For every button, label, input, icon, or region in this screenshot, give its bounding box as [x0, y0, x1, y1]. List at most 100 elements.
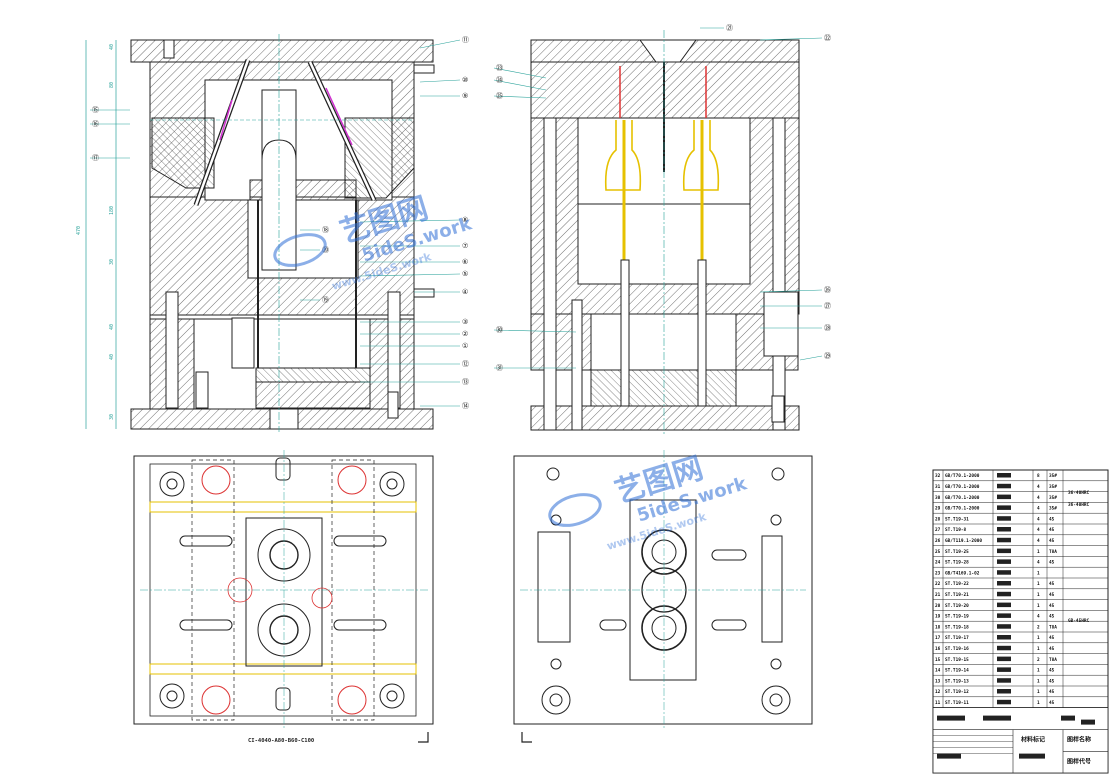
bom-cell-no: 26 [935, 538, 941, 544]
callout-number: ⑧ [462, 216, 468, 224]
bom-cell-no: 13 [935, 678, 941, 684]
bom-name-redacted [997, 548, 1011, 554]
callout-leader [359, 219, 461, 223]
bom-cell-mat: 35# [1049, 473, 1057, 479]
bom-cell-code: ST.T19-19 [945, 614, 969, 620]
bom-cell-no: 15 [935, 657, 941, 663]
r-guide-right [772, 117, 786, 431]
tb-redacted [937, 715, 965, 721]
tb-material-label: 材料标记 [1020, 736, 1045, 744]
r-screw-right [771, 395, 785, 423]
bom-cell-qty: 4 [1037, 527, 1040, 533]
bom-cell-code: ST.T19-11 [945, 700, 969, 706]
left-plan-view: CI-4040-A80-B60-C100 [133, 450, 434, 744]
bom-cell-no: 19 [935, 614, 941, 620]
bom-name-redacted [997, 602, 1011, 608]
bom-cell-no: 21 [935, 592, 941, 598]
bom-cell-code: ST.T19-17 [945, 635, 969, 641]
callout-number: ㉛ [496, 364, 503, 372]
bom-cell-mat: 45 [1049, 581, 1055, 587]
bom-cell-no: 31 [935, 484, 941, 490]
bom-cell-mat: 45 [1049, 646, 1055, 652]
bom-cell-code: ST.T19-12 [945, 689, 969, 695]
bom-cell-mat: 45 [1049, 592, 1055, 598]
bom-name-redacted [997, 699, 1011, 705]
callout-number: ㉘ [824, 324, 831, 332]
bom-cell-mat: 45 [1049, 516, 1055, 522]
tb-redacted [1081, 719, 1095, 725]
callout-leader [493, 79, 547, 91]
bom-name-redacted [997, 494, 1011, 500]
callout-number: ㉚ [496, 326, 503, 334]
screw-top [163, 39, 175, 59]
bom-side-note: GB-45HRC [1068, 618, 1090, 624]
bom-cell-qty: 1 [1037, 549, 1040, 555]
lp-slots [179, 457, 387, 711]
bom-cell-qty: 1 [1037, 581, 1040, 587]
rp-side-right [761, 535, 783, 643]
tb-redacted [1019, 753, 1045, 759]
bom-cell-qty: 1 [1037, 635, 1040, 641]
bom-cell-code: ST.T19-28 [945, 560, 969, 566]
guide-pillar-left [165, 291, 179, 409]
ejector-retainer-plate [255, 367, 371, 383]
r-bottom-plate [530, 405, 800, 431]
dim-label: 30 [109, 414, 115, 420]
bom-cell-no: 12 [935, 689, 941, 695]
bom-name-redacted [997, 505, 1011, 510]
dim-label: 40 [109, 324, 115, 330]
bom-cell-mat: T8A [1049, 657, 1057, 663]
bom-name-redacted [997, 559, 1011, 564]
bom-cell-no: 30 [935, 495, 941, 501]
callout-number: ⑥ [462, 258, 468, 266]
callout-leader [759, 37, 823, 41]
callout-number: ⑱ [322, 226, 329, 234]
bom-cell-no: 18 [935, 624, 941, 630]
dim-label: 40 [109, 44, 115, 50]
bom-cell-qty: 1 [1037, 592, 1040, 598]
lp-caption: CI-4040-A80-B60-C100 [248, 738, 314, 744]
bom-name-redacted [997, 667, 1011, 672]
bom-cell-code: ST.T19-14 [945, 668, 969, 674]
callout-number: ⑲ [322, 296, 329, 304]
callout-number: ⑮ [92, 106, 99, 114]
callout-number: ⑩ [462, 76, 468, 84]
bom-cell-no: 16 [935, 646, 941, 652]
bom-cell-qty: 4 [1037, 538, 1040, 544]
bom-cell-mat: 35# [1049, 484, 1057, 490]
bom-cell-mat: 45 [1049, 635, 1055, 641]
callout-number: ㉓ [496, 64, 503, 72]
bom-name-redacted [997, 645, 1011, 651]
return-spring [231, 317, 255, 369]
water-nozzle-top [413, 64, 435, 74]
callout-number: ⑳ [322, 246, 329, 254]
bom-side-note: 36-40HRC [1068, 502, 1090, 508]
r-guide-left [543, 117, 557, 431]
dim-label: 30 [109, 259, 115, 265]
bom-name-redacted [997, 591, 1011, 597]
r-side-block [763, 291, 799, 357]
lp-corner-holes [159, 465, 405, 715]
callout-leader [799, 355, 823, 361]
callout-number: ⑨ [462, 92, 468, 100]
callout-number: ③ [462, 318, 468, 326]
dim-label: 470 [76, 226, 82, 235]
bom-name-redacted [997, 483, 1011, 489]
bom-cell-qty: 1 [1037, 668, 1040, 674]
callout-leader [419, 39, 461, 49]
tb-redacted [937, 753, 961, 759]
bom-cell-no: 28 [935, 516, 941, 522]
bom-cell-qty: 1 [1037, 570, 1040, 576]
top-clamp-plate [130, 39, 434, 63]
bom-cell-no: 29 [935, 506, 941, 512]
bom-cell-qty: 4 [1037, 516, 1040, 522]
callout-number: ④ [462, 288, 468, 296]
bom-cell-no: 24 [935, 560, 941, 566]
bom-cell-qty: 4 [1037, 506, 1040, 512]
r-ejector-1 [620, 259, 630, 407]
